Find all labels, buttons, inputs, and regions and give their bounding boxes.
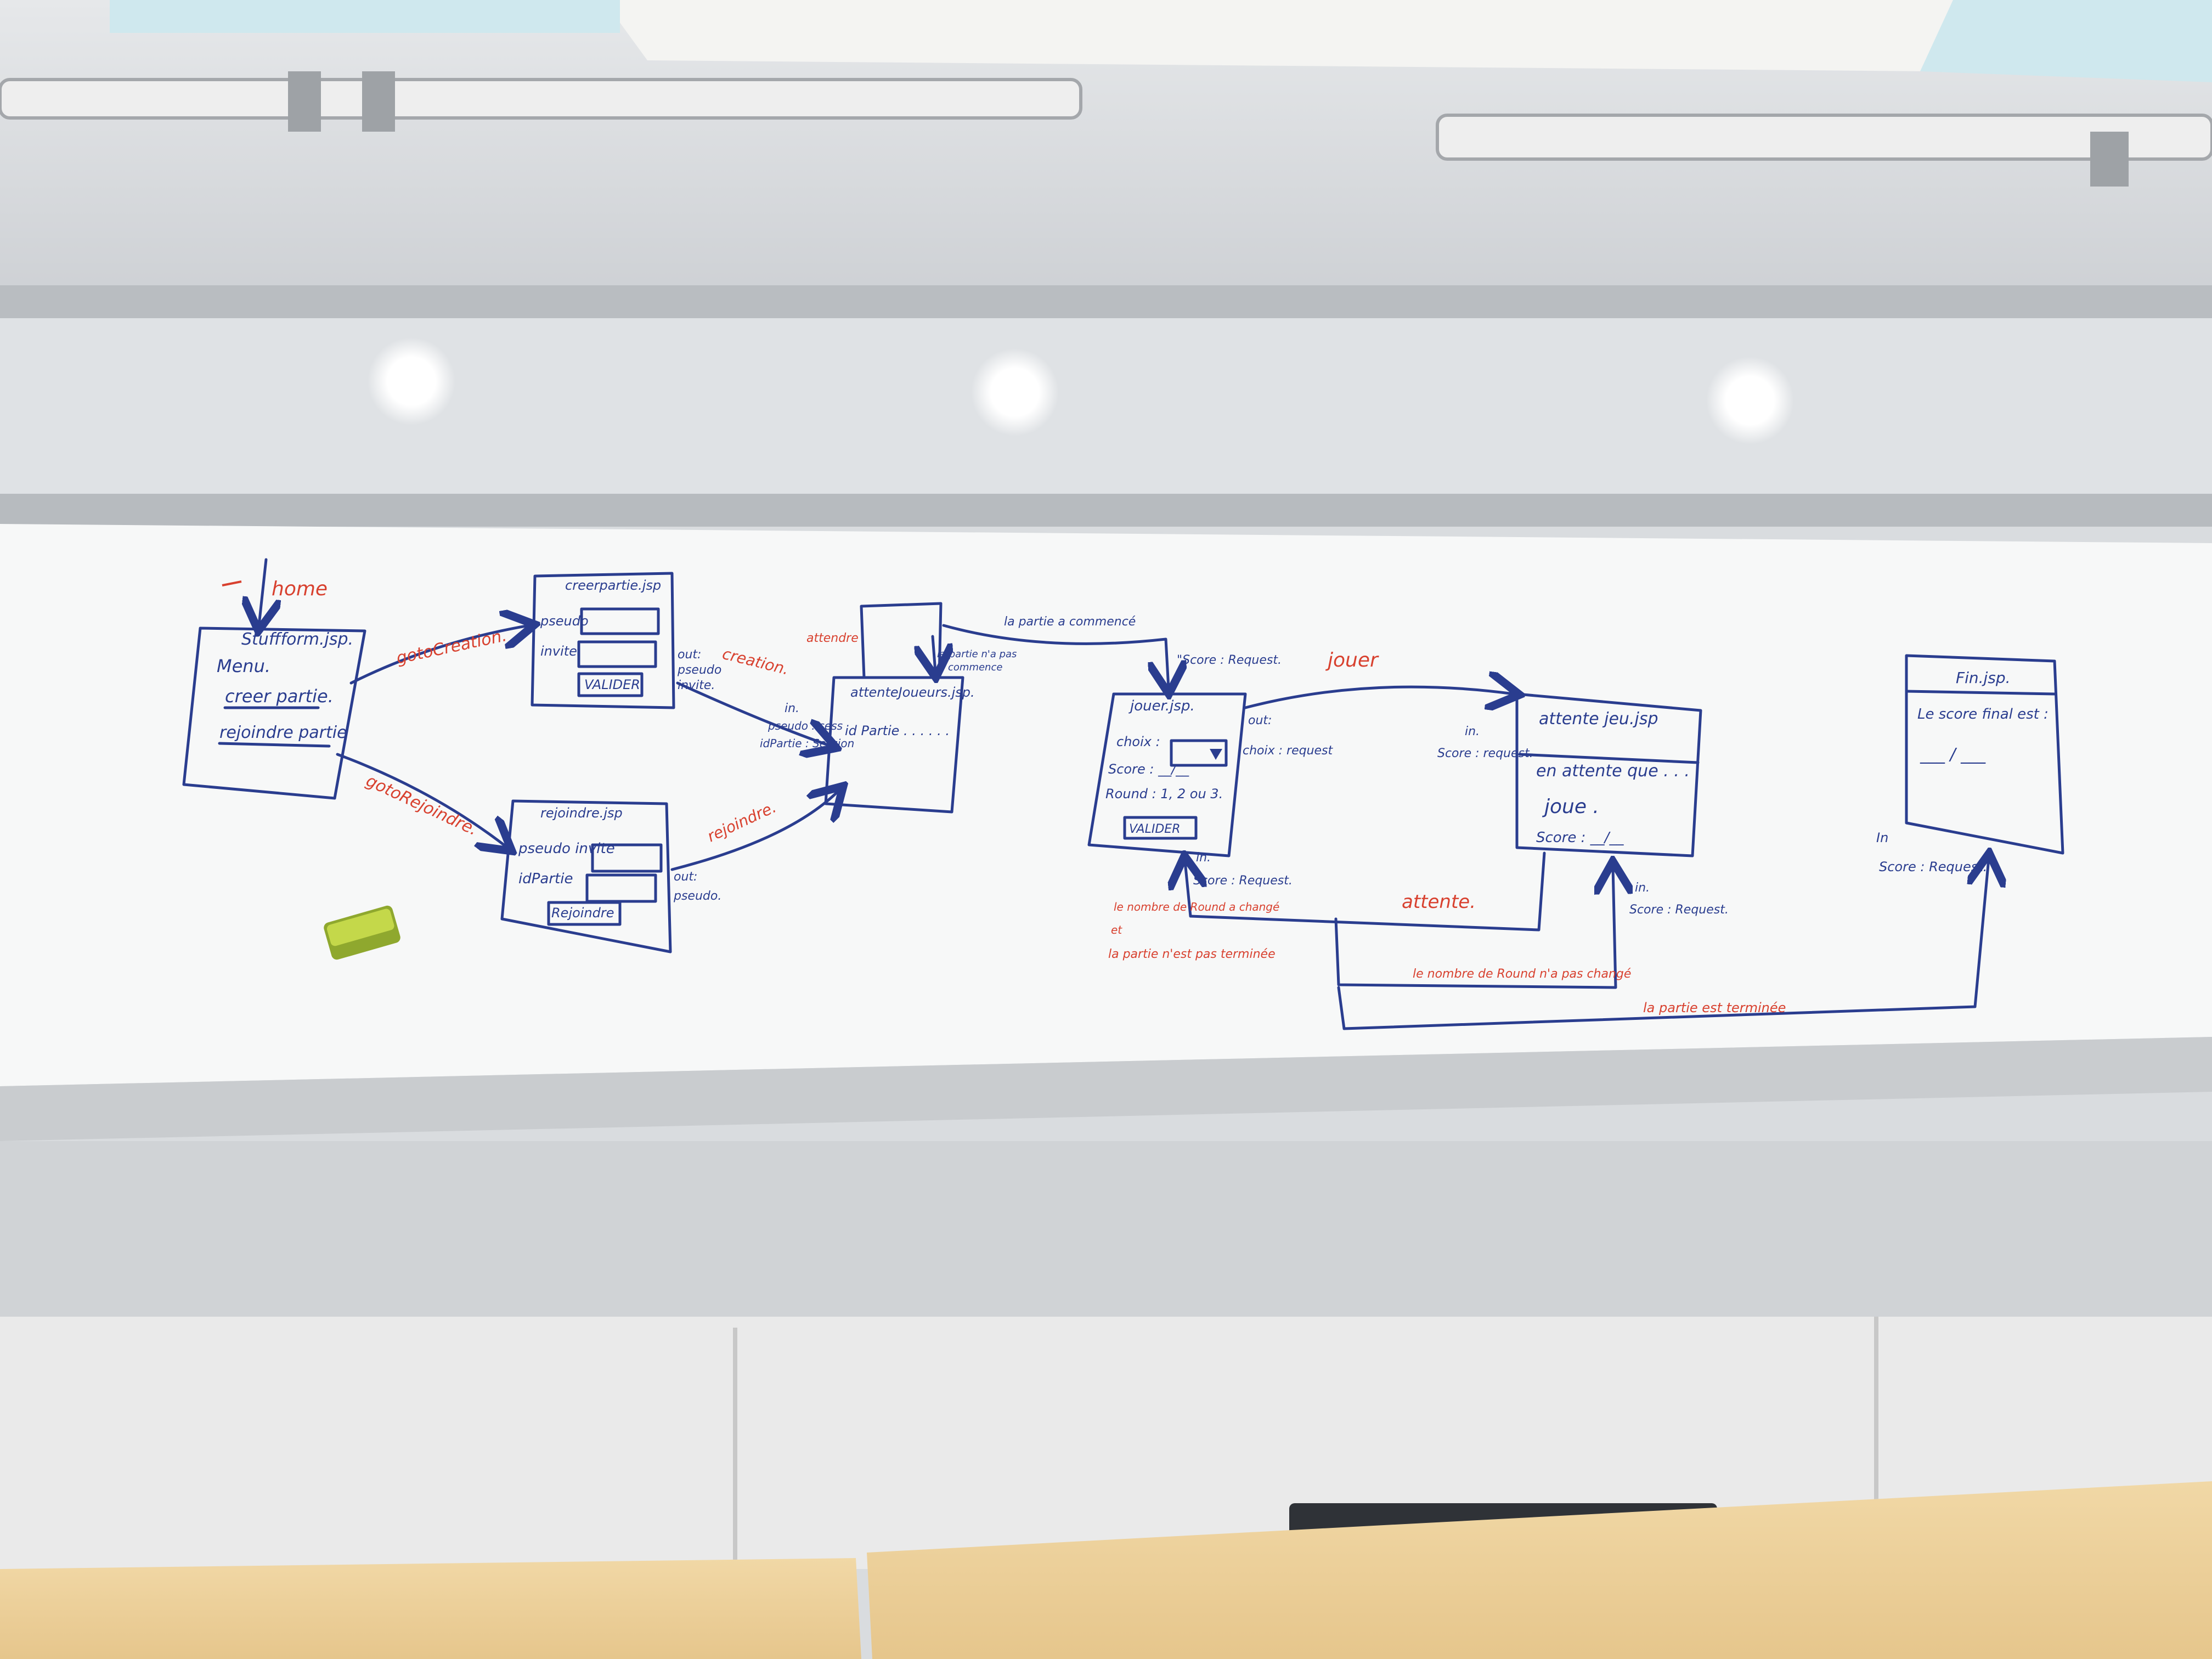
start-page-title: Stuffform.jsp. (241, 630, 353, 649)
ceiling-light-right (1436, 114, 2212, 161)
rejoindre-idpartie-label: idPartie (518, 871, 573, 887)
jouer-validate-button: VALIDER (1129, 822, 1180, 836)
fin-page-title: Fin.jsp. (1956, 669, 2011, 687)
jouer-round-label: Round : 1, 2 ou 3. (1105, 786, 1223, 802)
attente-jeu-in-bottom: in. (1635, 881, 1650, 895)
attente-label: attente. (1402, 891, 1476, 913)
jouer-in-line: Score : Request. (1193, 874, 1293, 888)
light-reflection (971, 348, 1059, 436)
round-change-line: et (1111, 923, 1122, 936)
desk-left (0, 1558, 861, 1659)
partie-pas-commence-line: la partie n'a pas (937, 648, 1017, 660)
rejoindre-pseudo-label: pseudo invite (518, 840, 615, 857)
skylight-right (1920, 0, 2212, 82)
partie-terminee-label: la partie est terminée (1643, 1000, 1786, 1015)
whiteboard (0, 524, 2212, 1086)
upper-panel (0, 318, 2212, 505)
attente-jeu-in-top: Score : request. (1437, 747, 1533, 760)
rejoindre-page-title: rejoindre.jsp (540, 805, 623, 821)
board-top-frame (0, 494, 2212, 527)
jouer-page-title: jouer.jsp. (1128, 698, 1195, 714)
creer-pseudo-label: pseudo (540, 613, 589, 629)
round-change-line: la partie n'est pas terminée (1108, 947, 1276, 961)
jouer-out-line: choix : request (1243, 744, 1334, 758)
ceiling-panel (603, 0, 1953, 71)
jouer-out-line: out: (1248, 714, 1272, 727)
fin-score-label: Le score final est : (1917, 706, 2049, 723)
light-reflection (1706, 357, 1794, 444)
attente-joueurs-in-line: pseudo : sess (768, 719, 843, 732)
creer-out-line: out: (678, 648, 701, 662)
jouer-in-line: in. (1196, 851, 1211, 865)
creer-out-line: pseudo (677, 663, 721, 677)
attente-jeu-title: attente jeu.jsp (1539, 709, 1658, 729)
jouer-choix-label: choix : (1116, 734, 1160, 749)
lower-wall (0, 1141, 2212, 1317)
board-tray (0, 1037, 2212, 1141)
fin-score-value: ___ / ___ (1920, 745, 1986, 764)
attente-joueurs-in-line: idPartie : Session (760, 737, 854, 750)
menu-label: Menu. (217, 656, 270, 676)
attente-joueurs-body: id Partie . . . . . . (845, 723, 950, 738)
join-game-item: rejoindre partie (219, 723, 347, 742)
light-reflection (368, 337, 455, 425)
home-label: home (272, 578, 328, 600)
attente-jeu-in-top: in. (1465, 725, 1480, 738)
creer-invite-label: invite (540, 644, 577, 659)
light-bracket (362, 71, 395, 132)
skylight-left (110, 0, 620, 33)
attente-jeu-line1: en attente que . . . (1536, 761, 1690, 781)
rejoindre-join-button: Rejoindre (551, 905, 614, 921)
creer-page-title: creerpartie.jsp (565, 578, 661, 593)
attente-jeu-score: Score : __/__ (1536, 830, 1624, 846)
partie-commence-label: la partie a commencé (1004, 615, 1136, 629)
attente-jeu-line2: joue . (1542, 795, 1599, 818)
round-pas-change-label: le nombre de Round n'a pas changé (1413, 967, 1631, 981)
board-eraser (324, 905, 400, 960)
rejoindre-out-line: pseudo. (673, 889, 721, 903)
creer-validate-button: VALIDER (584, 677, 640, 692)
diagram-lines (182, 558, 2064, 1030)
fin-in-line: In (1876, 830, 1888, 845)
light-bracket (288, 71, 321, 132)
attente-jeu-in-bottom: Score : Request. (1629, 903, 1729, 917)
round-change-line: le nombre de Round a changé (1114, 900, 1279, 913)
rejoindre-out-line: out: (674, 870, 697, 884)
upper-rail (0, 285, 2212, 318)
attente-joueurs-title: attenteJoueurs.jsp. (850, 685, 975, 700)
dropdown-arrow-icon (1210, 749, 1222, 760)
jouer-label: jouer (1325, 649, 1379, 672)
jouer-score-label: Score : __/__ (1108, 761, 1189, 777)
attendre-label: attendre (806, 631, 859, 645)
score-request-label: "Score : Request. (1177, 653, 1282, 667)
attente-joueurs-in-line: in. (785, 702, 799, 715)
ceiling-light-left (0, 78, 1082, 120)
light-bracket (2090, 132, 2129, 187)
creer-out-line: invite. (678, 679, 715, 692)
desk-right (867, 1481, 2212, 1659)
partie-pas-commence-line: commence (948, 662, 1002, 673)
fin-in-line: Score : Request. (1879, 859, 1987, 874)
create-game-item: creer partie. (225, 686, 334, 707)
